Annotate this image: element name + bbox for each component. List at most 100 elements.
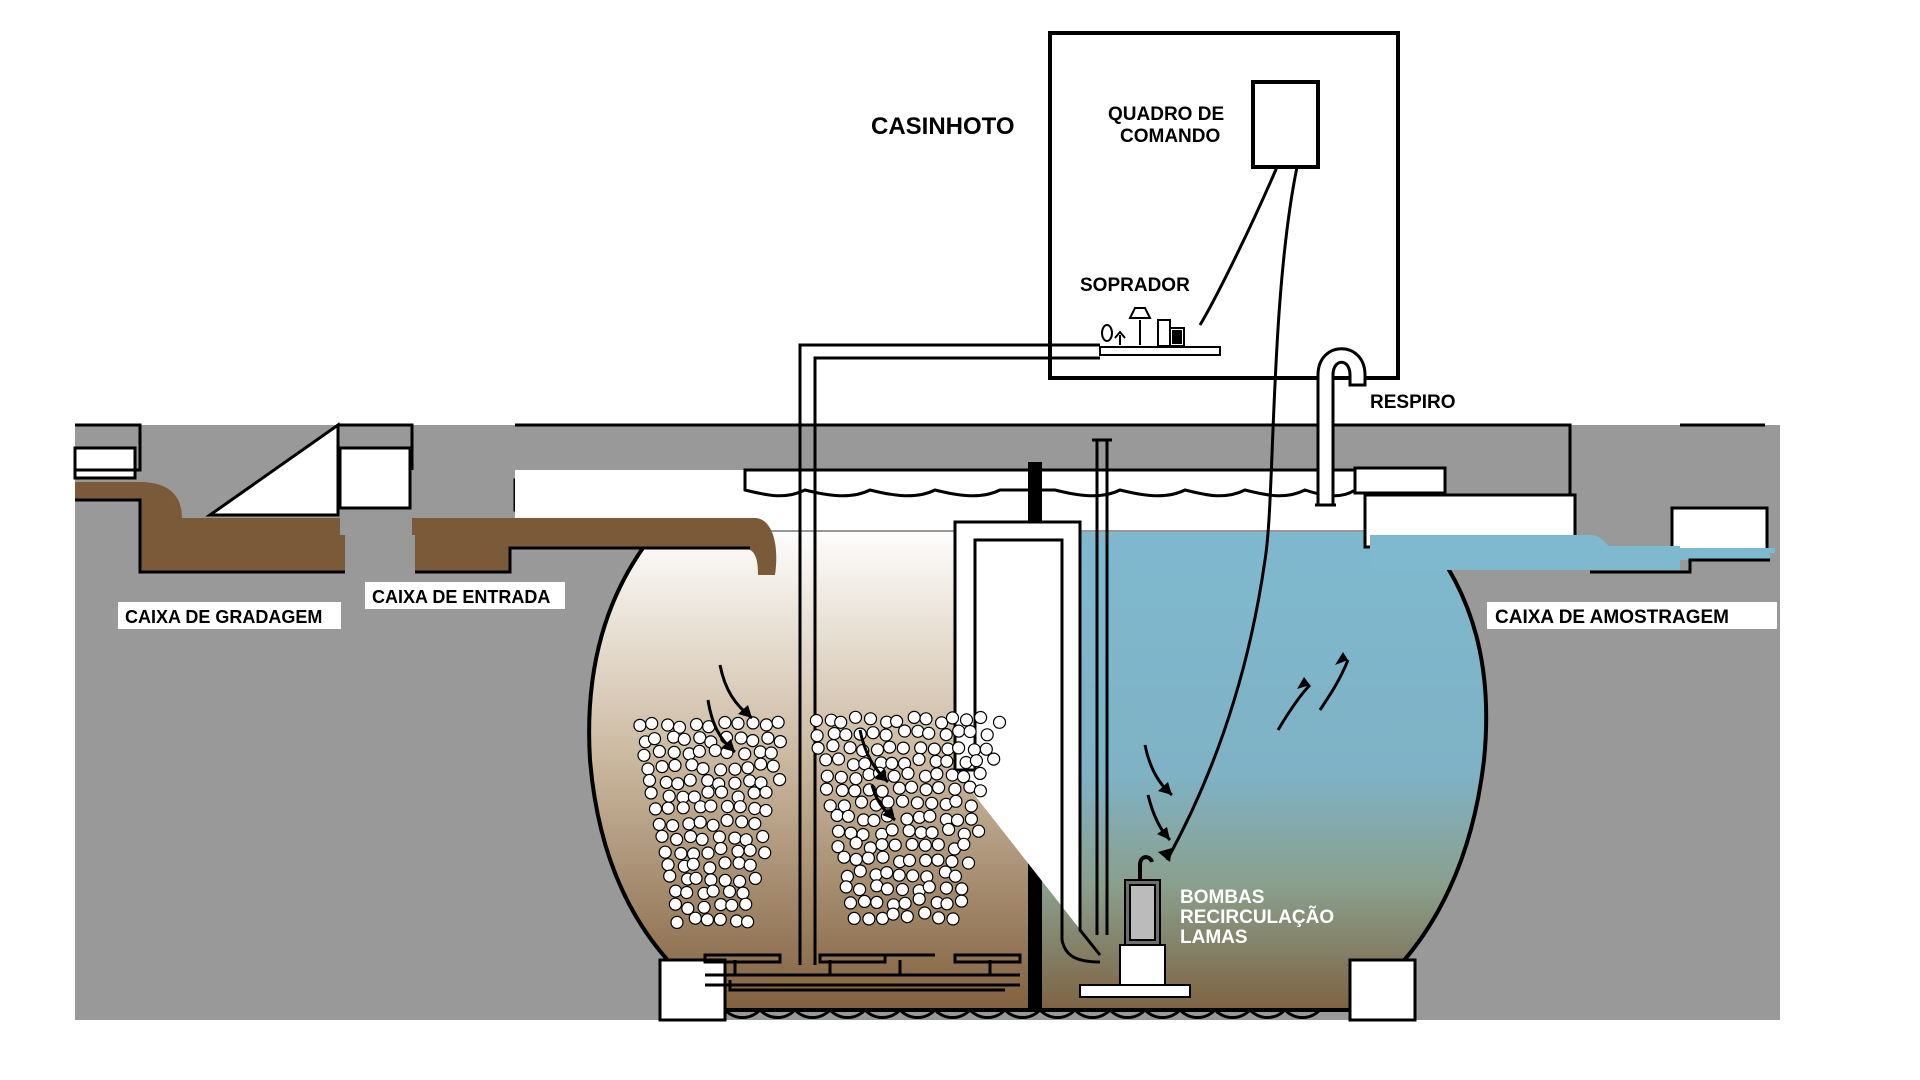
air-bubble — [720, 799, 735, 814]
air-bubble — [848, 710, 863, 724]
air-bubble — [733, 800, 747, 814]
air-bubble — [668, 884, 683, 898]
air-bubble — [693, 815, 707, 829]
air-bubble — [735, 815, 749, 829]
air-bubble — [963, 724, 977, 739]
air-bubble — [713, 763, 728, 777]
air-bubble — [880, 882, 895, 896]
air-bubble — [736, 886, 750, 900]
air-bubble — [728, 762, 742, 776]
blower-icon — [1101, 307, 1185, 347]
air-bubble — [900, 909, 914, 924]
air-bubble — [830, 808, 844, 823]
air-bubble — [741, 761, 755, 775]
air-bubble — [841, 809, 856, 823]
air-bubble — [880, 865, 894, 880]
air-bubble — [914, 741, 928, 755]
air-bubble — [701, 785, 715, 799]
label-quadro-line2: COMANDO — [1120, 126, 1220, 147]
air-bubble — [773, 734, 787, 749]
air-bubble — [964, 812, 979, 826]
air-bubble — [895, 794, 910, 808]
air-bubble — [687, 790, 702, 804]
air-bubble — [738, 747, 752, 761]
air-bubble — [955, 882, 969, 896]
air-bubble — [846, 758, 861, 772]
air-bubble — [680, 885, 694, 900]
air-bubble — [876, 850, 890, 864]
air-bubble — [772, 772, 787, 787]
air-bubble — [811, 741, 825, 755]
label-box-entrada — [365, 582, 565, 609]
air-bubble — [766, 759, 780, 773]
air-bubble — [681, 901, 695, 916]
air-bubble — [980, 728, 994, 742]
air-bubble — [910, 796, 925, 810]
air-bubble — [973, 784, 988, 798]
air-bubble — [652, 817, 666, 832]
label-box-amostragem — [1487, 602, 1777, 629]
air-bubble — [887, 769, 901, 783]
air-bubble — [747, 786, 761, 800]
air-bubble — [949, 794, 963, 808]
label-casinhoto: CASINHOTO — [871, 113, 1015, 140]
air-bubble — [940, 897, 954, 911]
label-quadro-line1: QUADRO DE — [1108, 104, 1224, 125]
air-bubble — [964, 799, 978, 813]
air-bubble — [748, 871, 763, 886]
air-bubble — [948, 869, 963, 883]
air-bubble — [939, 881, 954, 895]
air-bubble — [945, 768, 959, 782]
air-bubble — [669, 832, 684, 847]
air-bubble — [945, 711, 960, 725]
air-bubble — [729, 914, 744, 928]
clean-outflow — [1363, 493, 1775, 574]
air-bubble — [889, 714, 904, 729]
label-caixa-entrada: CAIXA DE ENTRADA — [372, 587, 550, 607]
air-bubble — [922, 880, 936, 894]
air-bubble — [919, 782, 933, 797]
air-bubble — [843, 896, 858, 910]
air-bubble — [661, 718, 675, 732]
vent-pipe — [1315, 347, 1367, 507]
air-bubble — [753, 745, 767, 759]
air-bubble — [655, 829, 669, 843]
air-bubble — [919, 712, 933, 726]
air-bubble — [918, 769, 933, 783]
air-bubble — [882, 740, 897, 754]
air-bubble — [739, 897, 753, 911]
air-bubble — [875, 784, 889, 799]
air-bubble — [907, 710, 921, 725]
air-bubble — [895, 882, 910, 897]
label-bombas-line3: LAMAS — [1180, 927, 1248, 948]
air-bubble — [905, 837, 919, 852]
control-panel — [1251, 80, 1320, 169]
air-bubble — [912, 892, 926, 906]
air-bubble — [743, 843, 757, 857]
air-bubble — [637, 748, 651, 762]
air-bubble — [863, 712, 878, 726]
air-bubble — [658, 845, 672, 859]
air-bubble — [819, 753, 833, 767]
air-bubble — [704, 799, 718, 813]
air-bubble — [879, 728, 893, 742]
air-bubble — [892, 781, 907, 795]
air-bubble — [718, 873, 732, 888]
air-bubble — [722, 884, 737, 899]
air-bubble — [682, 817, 696, 831]
air-bubble — [706, 884, 720, 898]
air-bubble — [732, 874, 747, 889]
air-bubble — [666, 730, 681, 744]
air-bubble — [685, 758, 699, 772]
air-bubble — [930, 767, 944, 781]
air-bubble — [979, 742, 993, 756]
air-bubble — [641, 762, 655, 776]
air-bubble — [672, 720, 687, 734]
air-bubble — [677, 732, 691, 746]
air-bubble — [720, 813, 734, 828]
air-bubble — [696, 761, 710, 776]
air-bubble — [642, 773, 657, 788]
air-bubble — [912, 752, 926, 767]
air-bubble — [886, 907, 900, 921]
air-bubble — [857, 894, 872, 909]
